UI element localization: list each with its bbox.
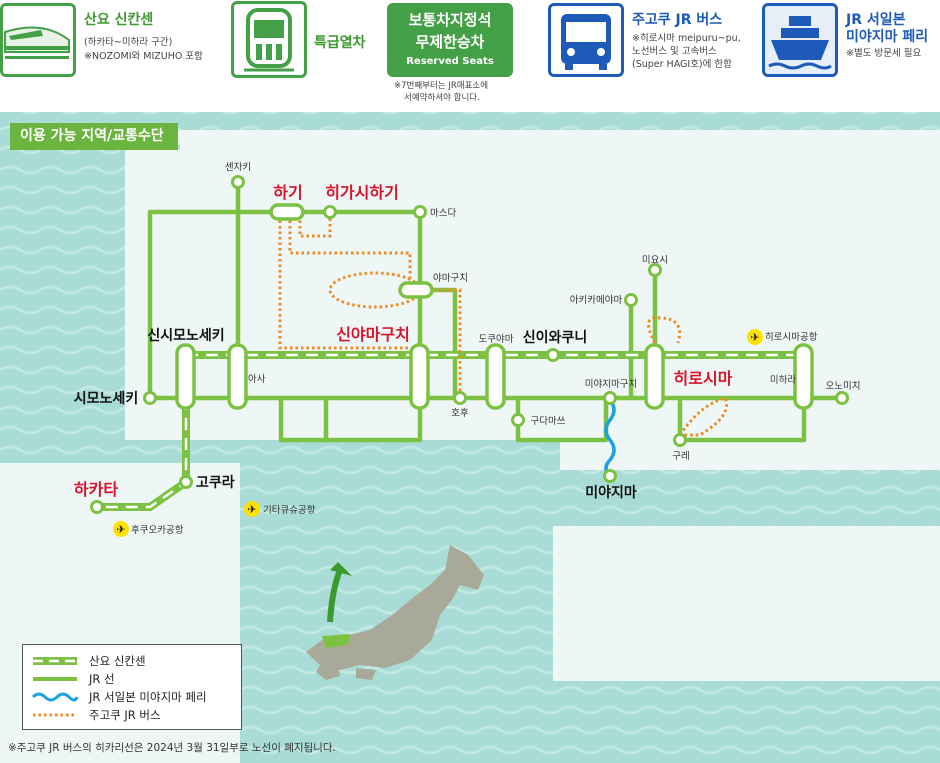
limited-express-title: 특급열차 bbox=[314, 35, 366, 51]
reserved-note1: ※7번째부터는 JR매표소에 bbox=[394, 81, 489, 91]
svg-text:✈: ✈ bbox=[247, 503, 256, 516]
legend-bus: 주고쿠 JR 버스 bbox=[89, 708, 161, 722]
label-miyoshi: 미요시 bbox=[642, 255, 668, 266]
label-kure: 구레 bbox=[672, 451, 689, 462]
label-kudamatsu: 구다마쓰 bbox=[531, 416, 566, 427]
reserved-line1: 보통차지정석 bbox=[408, 11, 492, 29]
bus-sub3: (Super HAGI호)에 한함 bbox=[632, 59, 732, 70]
limited-express-icon bbox=[231, 1, 307, 78]
svg-text:✈: ✈ bbox=[750, 331, 759, 344]
label-hakata: 하카타 bbox=[74, 480, 118, 499]
label-shiniwakuni: 신이와쿠니 bbox=[523, 329, 587, 346]
label-senzaki: 센자키 bbox=[225, 162, 251, 173]
label-shimonoseki: 시모노세키 bbox=[74, 391, 138, 407]
ferry-route bbox=[604, 398, 616, 478]
header-bar: 산요 신칸센 (하카타~미하라 구간) ※NOZOMI와 MIZUHO 포함 특… bbox=[0, 0, 940, 112]
legend-jr-line: JR 선 bbox=[89, 672, 115, 686]
reserved-note2: 서예약하셔야 합니다. bbox=[404, 93, 480, 103]
label-fukuoka-airport: 후쿠오카공항 bbox=[131, 525, 184, 536]
label-miyajimaguchi: 미야지마구치 bbox=[585, 378, 637, 390]
label-hiroshima-airport: 히로시마공항 bbox=[765, 332, 818, 343]
japan-inset bbox=[306, 545, 484, 680]
legend-shinkansen: 산요 신칸센 bbox=[89, 654, 146, 668]
bus-sub1: ※히로시마 meipuru~pu, bbox=[632, 33, 741, 44]
label-miyajima: 미야지마 bbox=[585, 484, 637, 501]
ferry-sub1: ※별도 방문세 필요 bbox=[846, 48, 922, 59]
shinkansen-title: 산요 신칸센 bbox=[84, 12, 154, 28]
legend-swatches bbox=[31, 657, 79, 717]
station-dots bbox=[90, 175, 849, 514]
land-shikoku bbox=[553, 526, 940, 681]
shinkansen-icon bbox=[0, 3, 76, 77]
bus-icon bbox=[548, 3, 624, 77]
reserved-line3: Reserved Seats bbox=[406, 56, 494, 67]
svg-text:✈: ✈ bbox=[116, 523, 125, 536]
label-mihara: 미하라 bbox=[770, 374, 796, 386]
label-hiroshima: 히로시마 bbox=[674, 369, 733, 388]
label-yamaguchi: 야마구치 bbox=[433, 272, 468, 284]
label-shinyamaguchi: 신야마구치 bbox=[336, 325, 410, 344]
label-masuda: 마스다 bbox=[430, 208, 456, 219]
shinkansen-sub1: (하카타~미하라 구간) bbox=[84, 37, 173, 48]
bus-sub2: 노선버스 및 고속버스 bbox=[632, 46, 717, 57]
ferry-title2: 미야지마 페리 bbox=[846, 29, 929, 45]
bus-title: 주고쿠 JR 버스 bbox=[632, 12, 723, 28]
footnote: ※주고쿠 JR 버스의 히카리선은 2024년 3월 31일부로 노선이 폐지됩… bbox=[8, 742, 336, 754]
label-tokuyama: 도쿠야마 bbox=[479, 334, 514, 345]
reserved-line2: 무제한승차 bbox=[415, 33, 485, 51]
label-akikameyama: 아키카메야마 bbox=[570, 295, 623, 306]
legend: 산요 신칸센 JR 선 JR 서일본 미야지마 페리 주고쿠 JR 버스 bbox=[22, 644, 242, 730]
label-hofu: 호후 bbox=[451, 408, 469, 419]
label-asa: 아사 bbox=[248, 374, 266, 385]
airport-icons: ✈ ✈ ✈ bbox=[113, 329, 763, 537]
station-pills bbox=[175, 203, 814, 410]
label-kitakyushu-airport: 기타큐슈공항 bbox=[263, 505, 316, 516]
shinkansen-sub2: ※NOZOMI와 MIZUHO 포함 bbox=[84, 51, 203, 62]
ferry-title1: JR 서일본 bbox=[846, 12, 906, 28]
label-hagi: 하기 bbox=[273, 183, 302, 202]
reserved-seats-badge: 보통차지정석 무제한승차 Reserved Seats bbox=[387, 3, 513, 77]
label-kokura: 고쿠라 bbox=[196, 475, 235, 491]
label-shinshimonoseki: 신시모노세키 bbox=[147, 328, 224, 344]
area-banner: 이용 가능 지역/교통수단 bbox=[10, 123, 178, 150]
ferry-icon bbox=[762, 3, 838, 77]
legend-ferry: JR 서일본 미야지마 페리 bbox=[89, 690, 207, 704]
label-higashihagi: 히가시하기 bbox=[325, 183, 399, 202]
label-onomichi: 오노미치 bbox=[826, 380, 861, 392]
